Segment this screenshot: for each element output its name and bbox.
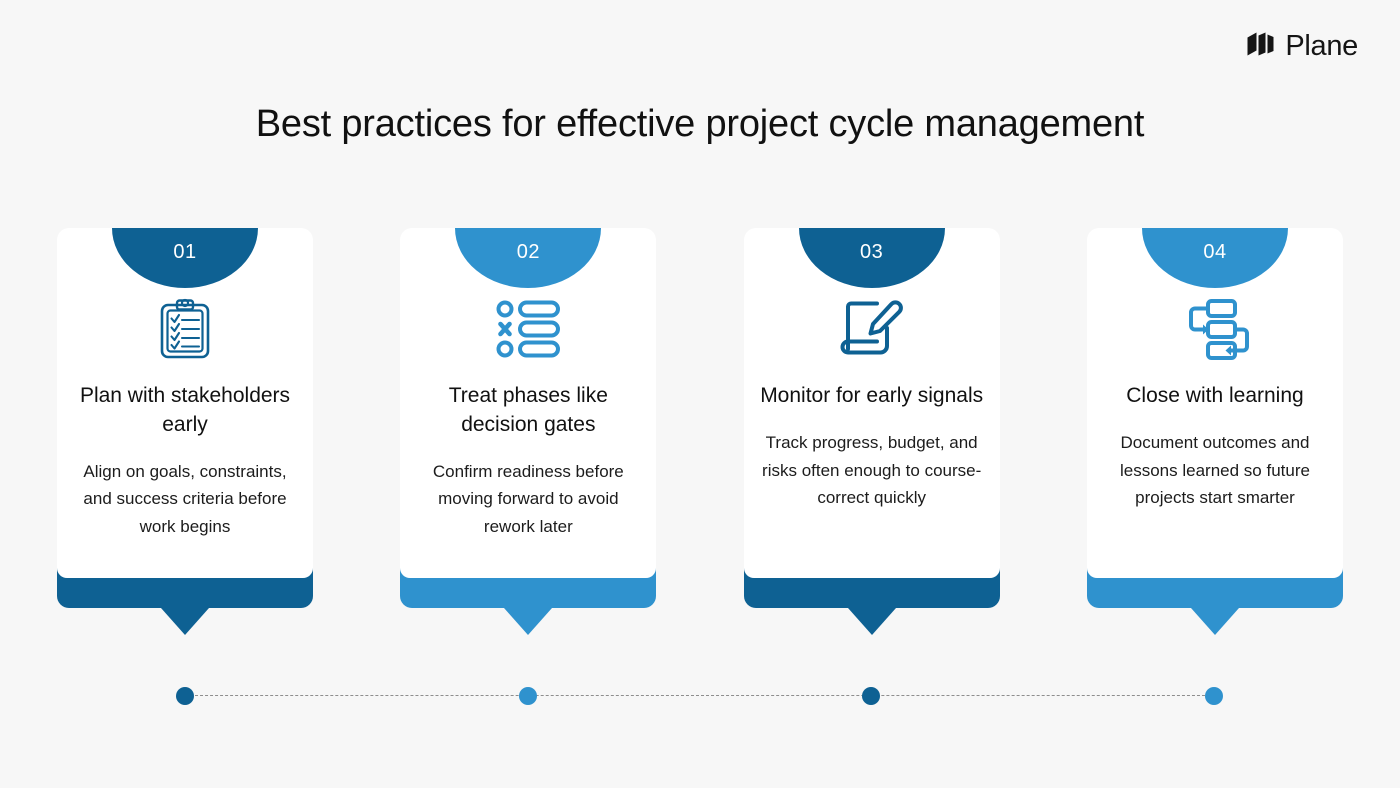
page-title: Best practices for effective project cyc… [255, 103, 1145, 145]
card-4-body: 04 Close with learning Document outcomes… [1086, 228, 1343, 578]
decision-list-icon [400, 292, 656, 366]
card-4-ribbon-pointer [1190, 608, 1239, 635]
clipboard-checklist-icon [57, 292, 313, 366]
flowchart-icon [1087, 292, 1343, 366]
card-3-step-number: 03 [860, 241, 884, 263]
card-2-step-number: 02 [516, 241, 540, 263]
card-3-body: 03 Monitor for early signals Track progr… [743, 228, 1000, 578]
plane-logo-icon [1246, 31, 1276, 62]
card-1: 01 [57, 228, 313, 635]
timeline-dashed-line [185, 695, 1215, 696]
timeline-dot-4 [1205, 687, 1223, 705]
timeline-dot-3 [862, 687, 880, 705]
card-1-body: 01 [57, 228, 313, 578]
card-2: 02 Treat phases like decision gates Conf… [400, 228, 657, 635]
card-4-description: Document outcomes and lessons learned so… [1120, 432, 1310, 508]
card-3-ribbon-pointer [847, 608, 896, 635]
card-2-description: Confirm readiness before moving forward … [432, 461, 624, 536]
brand-logo: Plane [1246, 31, 1358, 62]
timeline [57, 687, 1343, 705]
card-2-body: 02 Treat phases like decision gates Conf… [400, 228, 657, 578]
card-4-step-number: 04 [1203, 241, 1227, 263]
card-2-step-badge: 02 [455, 228, 602, 288]
cards-row: 01 [57, 228, 1343, 635]
card-4: 04 Close with learning Document outcomes… [1086, 228, 1343, 635]
card-3-heading: Monitor for early signals [760, 384, 984, 407]
card-1-step-number: 01 [173, 241, 197, 263]
card-1-heading: Plan with stakeholders early [79, 384, 291, 436]
card-3: 03 Monitor for early signals Track progr… [743, 228, 1000, 635]
card-1-step-badge: 01 [112, 228, 258, 288]
card-1-description: Align on goals, constraints, and success… [83, 461, 287, 536]
card-3-description: Track progress, budget, and risks often … [762, 432, 982, 508]
timeline-dot-1 [176, 687, 194, 705]
timeline-dot-2 [519, 687, 537, 705]
card-2-heading: Treat phases like decision gates [448, 384, 608, 436]
card-1-ribbon-pointer [161, 608, 209, 635]
card-4-step-badge: 04 [1141, 228, 1288, 288]
card-3-step-badge: 03 [798, 228, 945, 288]
card-4-heading: Close with learning [1126, 384, 1304, 407]
brand-name: Plane [1285, 30, 1358, 62]
card-2-ribbon-pointer [504, 608, 553, 635]
document-pencil-icon [744, 292, 1000, 366]
